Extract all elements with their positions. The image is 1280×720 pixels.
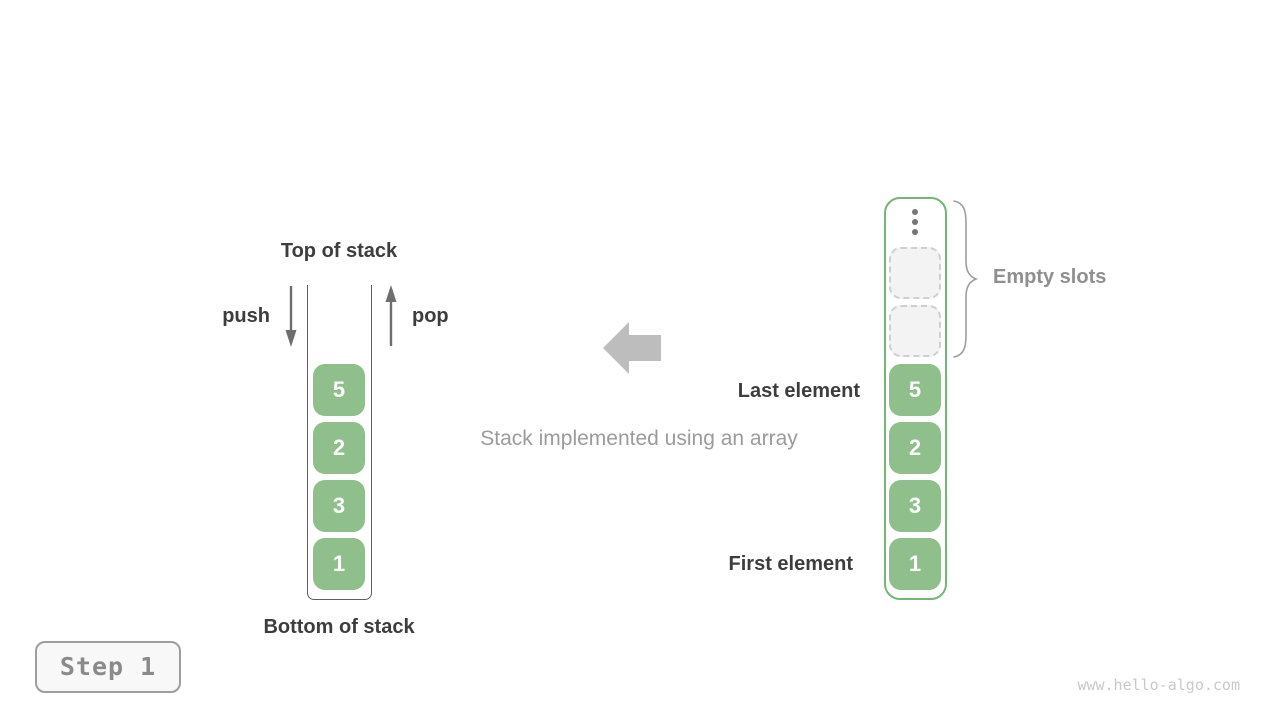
empty-array-slot: [889, 247, 941, 299]
pop-label: pop: [412, 305, 449, 327]
array-cell: 2: [889, 422, 941, 474]
stack-container: [307, 285, 372, 600]
empty-array-slot: [889, 305, 941, 357]
array-cell: 5: [889, 364, 941, 416]
array-cell: 1: [889, 538, 941, 590]
last-element-label: Last element: [737, 380, 860, 402]
step-badge: Step 1: [35, 641, 181, 693]
stack-cell: 2: [313, 422, 365, 474]
stack-cell: 3: [313, 480, 365, 532]
left-block-arrow-icon: [603, 320, 661, 381]
top-of-stack-label: Top of stack: [280, 240, 398, 262]
stack-cell: 5: [313, 364, 365, 416]
array-cell: 3: [889, 480, 941, 532]
pop-up-arrow-icon: [383, 284, 399, 353]
curly-brace-icon: [952, 199, 980, 364]
push-down-arrow-icon: [283, 284, 299, 353]
first-element-label: First element: [728, 553, 853, 575]
stack-cell: 1: [313, 538, 365, 590]
vertical-ellipsis-icon: [902, 205, 928, 235]
bottom-of-stack-label: Bottom of stack: [263, 616, 415, 638]
push-label: push: [222, 305, 270, 327]
diagram-caption: Stack implemented using an array: [480, 427, 798, 450]
watermark: www.hello-algo.com: [1077, 676, 1240, 694]
empty-slots-label: Empty slots: [993, 266, 1107, 288]
